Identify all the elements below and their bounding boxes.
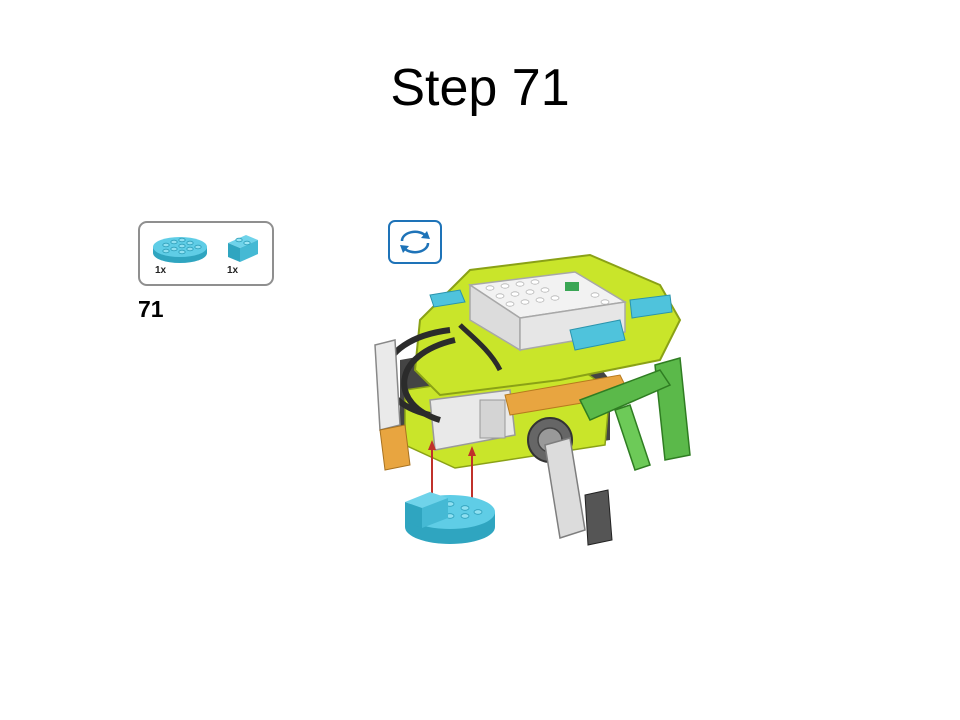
front-leg-beam (374, 339, 401, 431)
cable-2 (401, 337, 456, 423)
round-plate-icon (153, 237, 207, 263)
front-foot (379, 424, 411, 471)
smart-hub-front (519, 301, 626, 351)
brick-icon (228, 235, 258, 262)
parts-callout-art (153, 235, 258, 263)
lego-model-illustration (374, 253, 691, 546)
middle-foot (584, 489, 613, 546)
slide-title: Step 71 (390, 59, 570, 117)
step-number: 71 (138, 296, 164, 322)
back-leg-lower (614, 404, 651, 471)
parts-callout: 1x 1x (138, 221, 274, 286)
motor-end (479, 399, 506, 439)
hub-studs (485, 279, 610, 307)
new-brick (405, 492, 448, 528)
part-qty-plate: 1x (155, 265, 167, 276)
azure-tile-right (629, 294, 673, 319)
rotate-arrows-icon (400, 230, 430, 254)
rotate-model-button[interactable] (388, 220, 442, 264)
cable-3 (458, 323, 503, 372)
hub-light (565, 282, 579, 291)
azure-plate (569, 319, 626, 351)
middle-leg-beam (544, 437, 586, 539)
part-qty-brick: 1x (227, 265, 239, 276)
back-linkage (578, 369, 672, 421)
azure-tile (429, 289, 466, 308)
